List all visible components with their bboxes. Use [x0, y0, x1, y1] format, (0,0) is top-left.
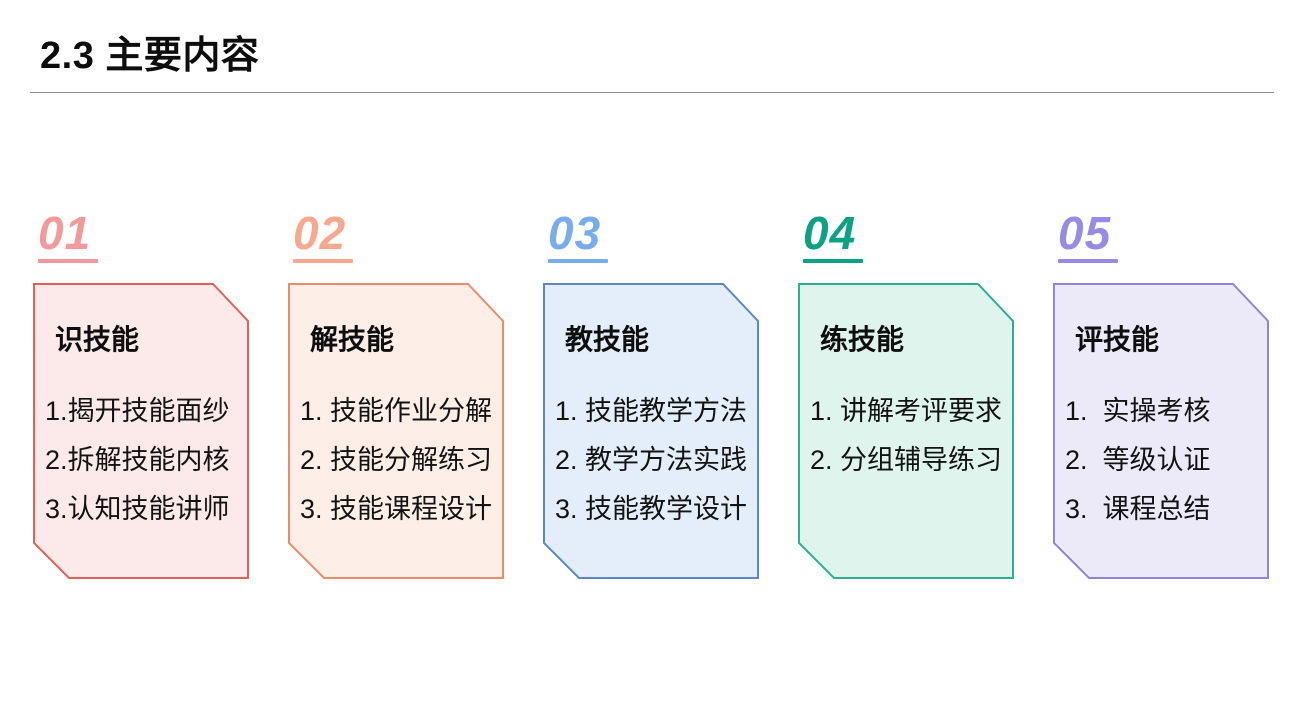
card-item: 2.拆解技能内核	[45, 445, 230, 475]
card-02-number: 02	[293, 207, 347, 259]
card-04-number-underline	[803, 259, 863, 263]
card-05-number-underline	[1058, 259, 1118, 263]
card-item: 2. 等级认证	[1065, 445, 1211, 475]
card-04-body: 练技能 1. 讲解考评要求 2. 分组辅导练习	[798, 283, 1014, 485]
card-03-panel: 教技能 1. 技能教学方法 2. 教学方法实践 3. 技能教学设计	[543, 283, 759, 579]
card-01: 01 识技能 1.揭开技能面纱 2.拆解技能内核 3.认知技能讲师	[33, 207, 249, 579]
card-01-title: 识技能	[55, 324, 140, 355]
card-item: 3.认知技能讲师	[45, 494, 230, 524]
card-item: 3. 技能课程设计	[300, 494, 493, 524]
card-04-panel: 练技能 1. 讲解考评要求 2. 分组辅导练习	[798, 283, 1014, 579]
notched-rectangle-shape	[798, 283, 1014, 579]
card-item: 1. 技能作业分解	[300, 396, 493, 426]
card-02: 02 解技能 1. 技能作业分解 2. 技能分解练习 3. 技能课程设计	[288, 207, 504, 579]
card-item: 1. 技能教学方法	[555, 396, 748, 426]
card-01-items: 1.揭开技能面纱 2.拆解技能内核 3.认知技能讲师	[45, 387, 243, 534]
card-03-items: 1. 技能教学方法 2. 教学方法实践 3. 技能教学设计	[555, 387, 753, 534]
card-01-panel: 识技能 1.揭开技能面纱 2.拆解技能内核 3.认知技能讲师	[33, 283, 249, 579]
cards-row: 01 识技能 1.揭开技能面纱 2.拆解技能内核 3.认知技能讲师 02	[33, 207, 1269, 579]
notched-rectangle-shape	[543, 283, 759, 579]
card-02-number-underline	[293, 259, 353, 263]
card-05-title: 评技能	[1075, 324, 1160, 355]
notched-rectangle-shape	[1053, 283, 1269, 579]
card-04-items: 1. 讲解考评要求 2. 分组辅导练习	[810, 387, 1008, 485]
card-item: 3. 技能教学设计	[555, 494, 748, 524]
page-title: 2.3 主要内容	[40, 35, 260, 77]
card-04: 04 练技能 1. 讲解考评要求 2. 分组辅导练习	[798, 207, 1014, 579]
card-05-body: 评技能 1. 实操考核 2. 等级认证 3. 课程总结	[1053, 283, 1269, 534]
notched-rectangle-shape	[288, 283, 504, 579]
card-03-title: 教技能	[565, 324, 650, 355]
card-04-number: 04	[803, 207, 857, 259]
card-02-panel: 解技能 1. 技能作业分解 2. 技能分解练习 3. 技能课程设计	[288, 283, 504, 579]
card-01-body: 识技能 1.揭开技能面纱 2.拆解技能内核 3.认知技能讲师	[33, 283, 249, 534]
card-03-body: 教技能 1. 技能教学方法 2. 教学方法实践 3. 技能教学设计	[543, 283, 759, 534]
card-02-body: 解技能 1. 技能作业分解 2. 技能分解练习 3. 技能课程设计	[288, 283, 504, 534]
notched-rectangle-shape	[33, 283, 249, 579]
card-05: 05 评技能 1. 实操考核 2. 等级认证 3. 课程总结	[1053, 207, 1269, 579]
card-item: 1.揭开技能面纱	[45, 396, 230, 426]
card-03-number-underline	[548, 259, 608, 263]
card-05-panel: 评技能 1. 实操考核 2. 等级认证 3. 课程总结	[1053, 283, 1269, 579]
card-03-number: 03	[548, 207, 602, 259]
card-item: 1. 实操考核	[1065, 396, 1211, 426]
card-01-number: 01	[38, 207, 92, 259]
card-02-items: 1. 技能作业分解 2. 技能分解练习 3. 技能课程设计	[300, 387, 498, 534]
card-03: 03 教技能 1. 技能教学方法 2. 教学方法实践 3. 技能教学设计	[543, 207, 759, 579]
card-05-number: 05	[1058, 207, 1112, 259]
card-04-title: 练技能	[820, 324, 905, 355]
card-01-number-underline	[38, 259, 98, 263]
title-divider	[30, 92, 1274, 93]
card-item: 2. 技能分解练习	[300, 445, 493, 475]
card-item: 2. 教学方法实践	[555, 445, 748, 475]
card-02-title: 解技能	[310, 324, 395, 355]
card-05-items: 1. 实操考核 2. 等级认证 3. 课程总结	[1065, 387, 1263, 534]
card-item: 3. 课程总结	[1065, 494, 1211, 524]
card-item: 1. 讲解考评要求	[810, 396, 1003, 426]
card-item: 2. 分组辅导练习	[810, 445, 1003, 475]
